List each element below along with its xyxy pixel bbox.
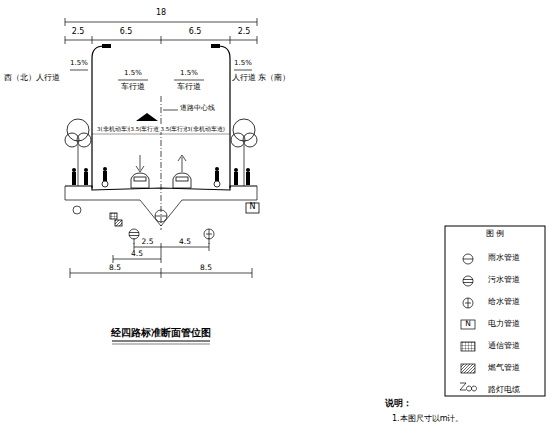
slope: 1.5%	[234, 60, 252, 68]
legend-symbol-letter: N	[465, 320, 471, 328]
centerline-label: 道路中心线	[180, 105, 215, 113]
dimension: 2.5	[238, 28, 251, 37]
dimension: 2.5	[72, 28, 85, 37]
dimension: 6.5	[189, 28, 202, 37]
dimension: 6.5	[120, 28, 133, 37]
note-heading: 说明：	[385, 399, 412, 408]
dimension: 4.5	[131, 250, 143, 258]
slope: 1.5%	[70, 60, 88, 68]
roadway-label: 车行道	[177, 83, 201, 91]
power-pipe-letter: N	[250, 203, 256, 212]
figures	[72, 167, 250, 185]
slope: 1.5%	[180, 70, 198, 78]
lane-label: 3(非机动车道)	[187, 126, 225, 132]
lane-label: 3.5(车行道)	[130, 126, 161, 132]
dimension: 8.5	[200, 264, 212, 272]
walkway-label: 西（北）人行道	[4, 74, 60, 82]
legend-entry: 污水管道	[488, 276, 520, 285]
dimension: 18	[156, 9, 166, 18]
dimension: 8.5	[109, 264, 121, 272]
slope: 1.5%	[124, 70, 142, 78]
roadway-label: 车行道	[121, 83, 145, 91]
legend-entry: 路灯电缆	[488, 386, 520, 395]
dimension: 2.5	[142, 238, 154, 246]
legend-heading: 图 例	[486, 230, 505, 239]
legend-entry: 雨水管道	[488, 254, 520, 263]
drawing-title: 经四路标准断面管位图	[111, 328, 211, 338]
lane-label: 3(非机动车道)	[97, 126, 135, 132]
legend-entry: 给水管道	[488, 298, 520, 307]
legend-entry: 电力管道	[488, 320, 520, 329]
note-text: 1.本图尺寸以m计。	[392, 415, 463, 424]
dimension: 4.5	[179, 238, 191, 246]
legend-entry: 燃气管道	[488, 364, 520, 373]
legend-entry: 通信管道	[488, 342, 520, 351]
walkway-label: 人行道 东（南）	[232, 74, 290, 82]
